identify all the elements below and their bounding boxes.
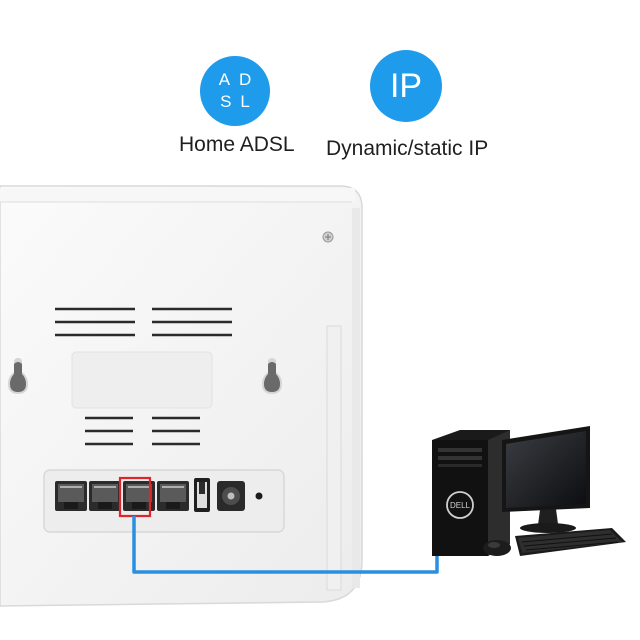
usb-port[interactable] (194, 478, 210, 512)
lan-port-2[interactable] (89, 481, 121, 511)
reset-hole[interactable] (255, 492, 263, 500)
network-cable (132, 516, 439, 574)
ip-badge: IP (370, 50, 442, 122)
lan-port-3[interactable] (123, 481, 155, 511)
adsl-badge: AD SL (200, 56, 270, 126)
recessed-panel (71, 351, 213, 409)
pc-tower: DELL (432, 430, 510, 556)
vent-lower-right (152, 416, 200, 446)
adsl-badge-line-2: SL (220, 92, 259, 111)
mouse (483, 540, 511, 556)
keyhole-mount-right (262, 358, 282, 394)
pc-monitor (502, 426, 590, 533)
vent-upper-right (152, 307, 232, 337)
vent-lower-left (85, 416, 133, 446)
ip-caption: Dynamic/static IP (326, 137, 489, 160)
keyboard (515, 528, 626, 556)
keyhole-mount-left (8, 358, 28, 394)
tower-logo: DELL (450, 501, 471, 510)
router (0, 185, 363, 607)
ip-badge-text: IP (389, 67, 423, 105)
desktop-computer: DELL (432, 426, 626, 556)
lan-port-4[interactable] (157, 481, 189, 511)
adsl-caption: Home ADSL (179, 133, 295, 156)
side-slot (326, 325, 342, 591)
adsl-badge-line-1: AD (218, 70, 261, 89)
power-jack[interactable] (217, 481, 245, 511)
vent-upper-left (55, 307, 135, 337)
lan-port-1[interactable] (55, 481, 87, 511)
dell-logo-icon (446, 491, 474, 519)
